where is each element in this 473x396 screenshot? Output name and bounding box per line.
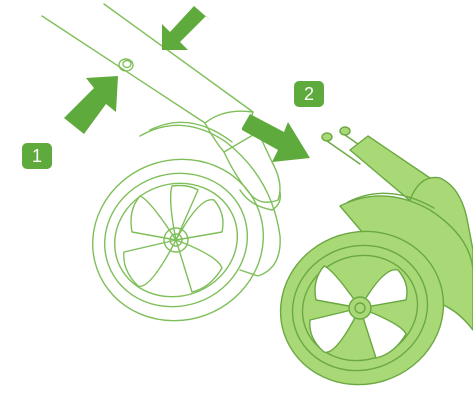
wheel-assembly-detached [261, 127, 473, 396]
arrow-pull-icon [242, 114, 310, 162]
step-badge-1: 1 [22, 143, 52, 169]
arrow-press-icon [64, 6, 210, 134]
step-badge-2: 2 [294, 81, 324, 107]
frame-tube [42, 4, 253, 123]
wheel-assembly-attached [42, 4, 286, 345]
